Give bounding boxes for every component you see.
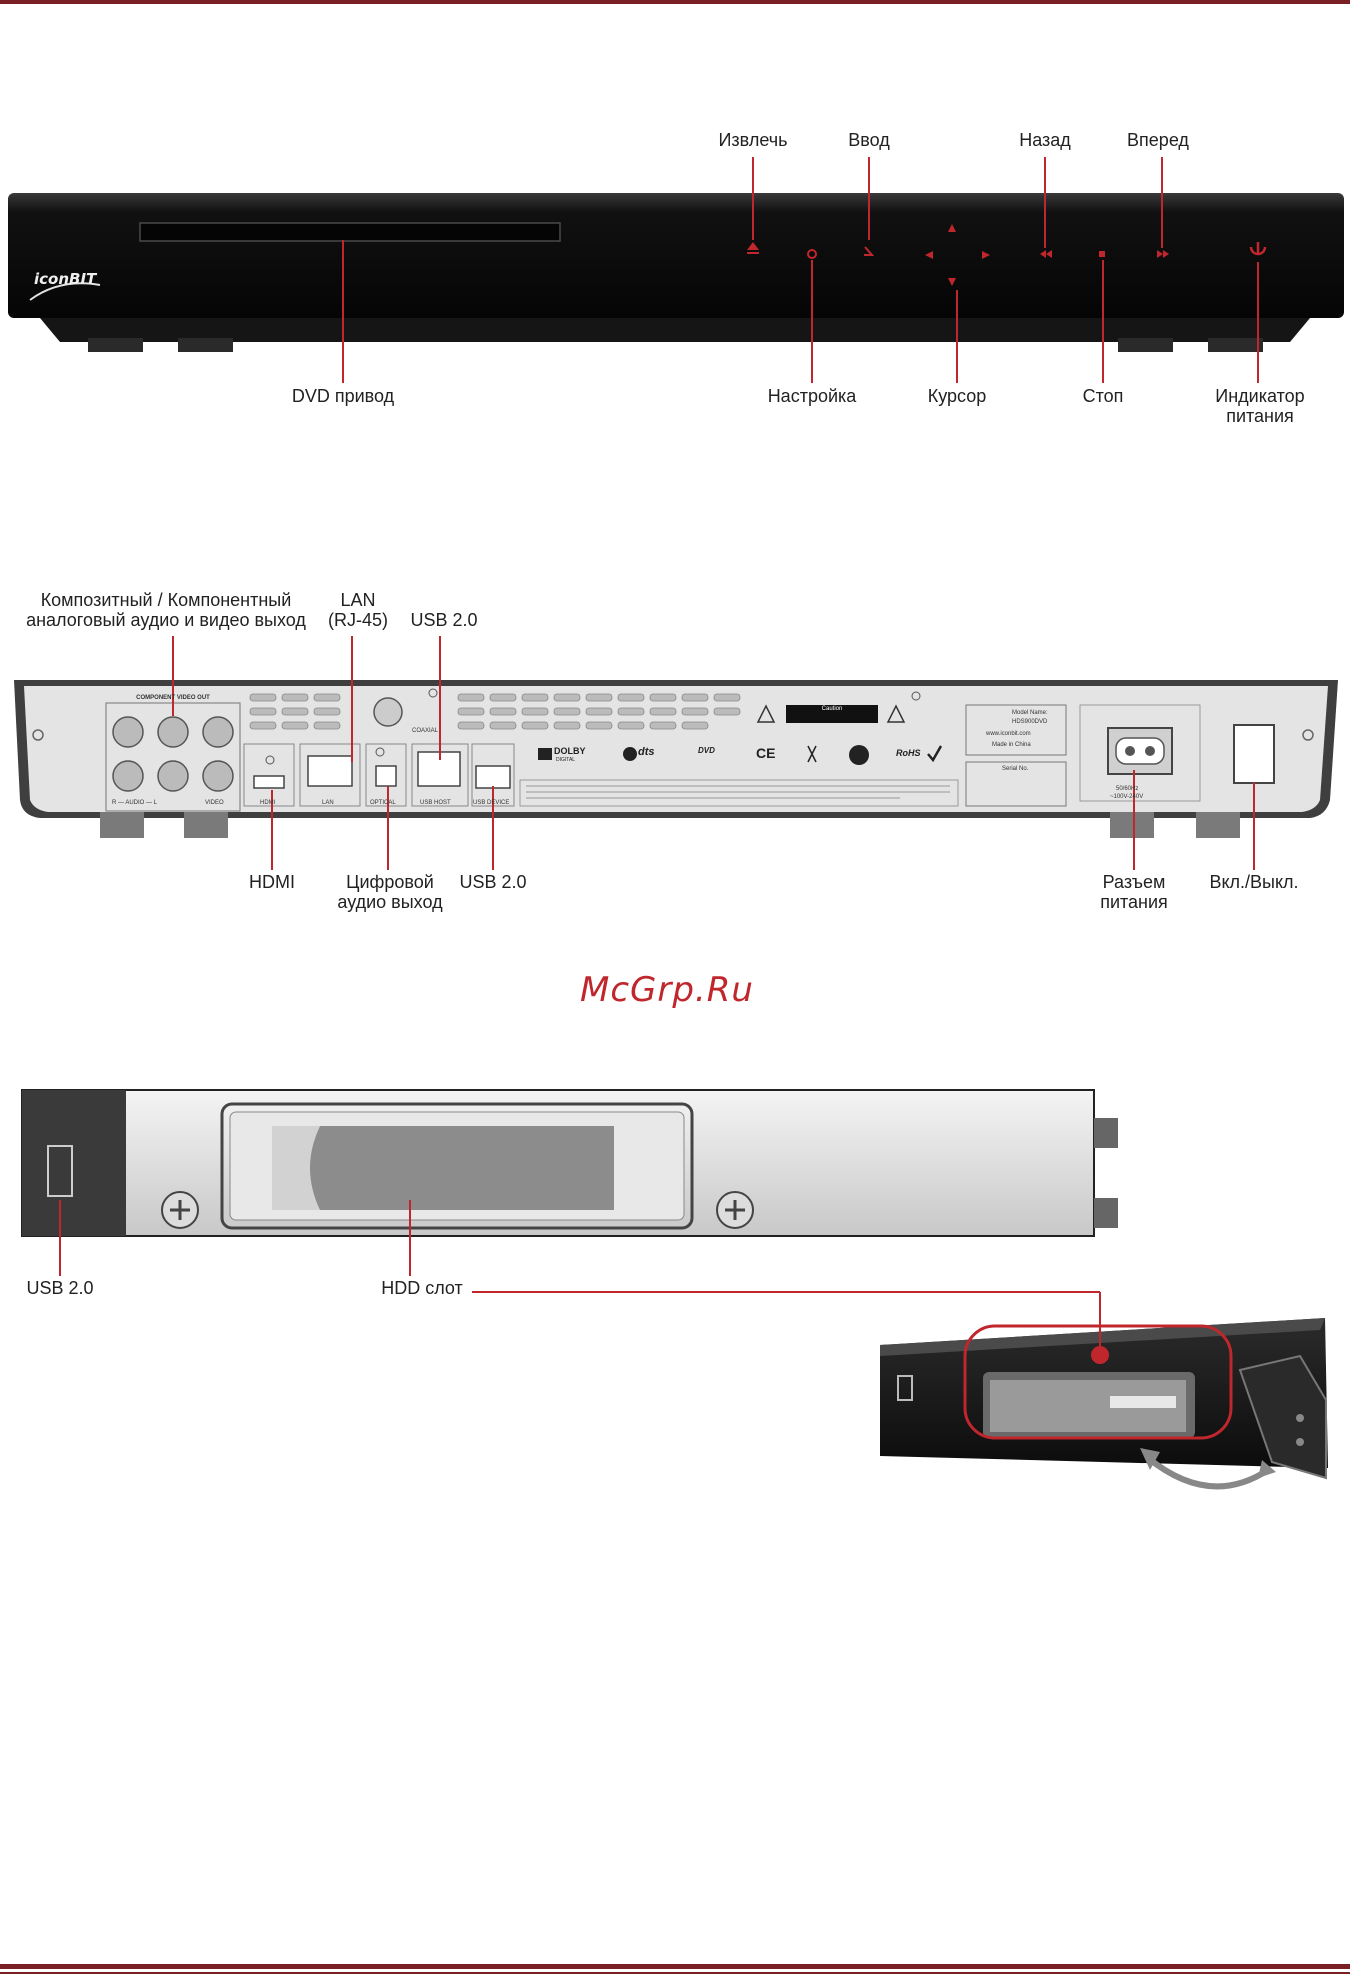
side-leader-lines [59,1200,1101,1350]
hdd-slot-photo [880,1318,1328,1490]
dolby-logo [538,748,552,760]
rear-panel [14,680,1338,838]
audio-print: R — AUDIO — L [112,800,158,806]
optical-print: OPTICAL [370,800,396,806]
label-hdmi: HDMI [249,872,295,892]
label-eject: Извлечь [718,130,788,150]
dvd-print: DVD [698,746,715,755]
rohs-print: RoHS [896,748,921,758]
stop-icon[interactable] [1099,251,1105,257]
label-power-switch: Вкл./Выкл. [1209,872,1299,892]
label-dvd-drive: DVD привод [291,386,395,406]
label-digital-audio: Цифровой аудио выход [337,872,443,912]
front-panel [8,193,1344,352]
caution-print: Caution [821,706,843,712]
dts-logo [623,747,637,761]
label-hdd-slot: HDD слот [381,1278,463,1298]
made-in-print: Made in China [992,742,1031,748]
label-usb-host: USB 2.0 [410,610,478,630]
cert-logos [538,745,943,765]
certification-logo [849,745,869,765]
cursor-left-icon[interactable] [925,251,933,259]
lan-print: LAN [322,800,334,806]
label-power-socket: Разъем питания [1100,872,1168,912]
weee-icon [807,745,817,763]
model-name-print: Model Name: [1012,710,1048,716]
usb-device-print: USB DEVICE [473,800,510,806]
component-out-print: COMPONENT VIDEO OUT [136,695,210,701]
rohs-check-icon [927,745,943,763]
eject-icon[interactable] [747,242,759,254]
voltage-print: ~100V-240V [1110,794,1144,800]
setup-icon[interactable] [807,249,817,259]
label-stop: Стоп [1082,386,1124,406]
label-side-usb: USB 2.0 [26,1278,94,1298]
label-setup: Настройка [767,386,857,406]
bottom-border [0,1964,1350,1969]
coaxial-print: COAXIAL [412,728,439,734]
enter-icon[interactable] [864,246,875,256]
power-icon[interactable] [1249,242,1267,256]
disc-slot [139,222,561,242]
rear-leader-lines [172,636,1255,870]
usb-host-print: USB HOST [420,800,451,806]
dts-print: dts [638,746,655,758]
ce-print: CE [756,745,776,761]
bottom-border-thin [0,1972,1350,1974]
hdd-pointer-dot [1091,1346,1109,1364]
brand-logo-text: iconBIT [34,270,97,288]
model-print: HDS900DVD [1012,719,1048,725]
watermark: McGrp.Ru [580,970,754,1010]
label-lan: LAN (RJ-45) [327,590,389,630]
rewind-icon[interactable] [1040,250,1052,258]
label-av-out: Композитный / Компонентный аналоговый ау… [26,590,306,630]
label-back: Назад [1019,130,1071,150]
label-power-indicator: Индикатор питания [1215,386,1305,426]
label-usb-device: USB 2.0 [459,872,527,892]
hdmi-print: HDMI [260,800,276,806]
label-enter: Ввод [848,130,890,150]
cursor-right-icon[interactable] [982,251,990,259]
cursor-down-icon[interactable] [948,278,956,286]
label-cursor: Курсор [927,386,987,406]
top-border [0,0,1350,4]
dolby-print: DOLBY [554,746,586,756]
hdd-highlight-ring [963,1324,1233,1440]
side-view [21,1089,1118,1237]
site-print: www.iconbit.com [986,731,1031,737]
forward-icon[interactable] [1157,250,1169,258]
cursor-up-icon[interactable] [948,224,956,232]
serial-print: Serial No. [1002,766,1029,772]
video-print: VIDEO [205,800,224,806]
power-rating-print: 50/60Hz [1116,786,1139,792]
dolby-sub-print: DIGITAL [556,757,576,763]
iconbit-logo [29,282,101,301]
front-leader-lines [342,157,1259,383]
label-forward: Вперед [1127,130,1189,150]
